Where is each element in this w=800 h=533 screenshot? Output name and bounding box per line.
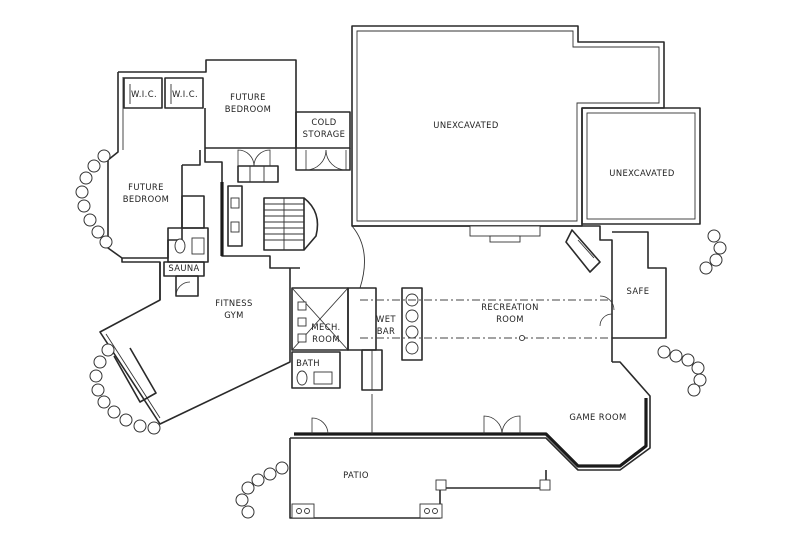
shrubs-right-bottom [657, 345, 707, 397]
shrubs-gym [89, 343, 161, 435]
label-wet-bar-line2: BAR [377, 326, 396, 336]
label-mech-room-line1: MECH. [311, 322, 340, 332]
unexcavated-side-area [581, 107, 701, 225]
label-future-bedroom-left-line2: BEDROOM [123, 194, 170, 204]
label-unexcavated-side: UNEXCAVATED [609, 168, 674, 178]
label-game-room: GAME ROOM [569, 412, 626, 422]
label-recreation-room-line2: ROOM [496, 314, 524, 324]
central-core [204, 111, 365, 289]
label-future-bedroom-top-line1: FUTURE [230, 92, 266, 102]
label-wic-1: W.I.C. [131, 89, 157, 99]
label-sauna: SAUNA [168, 263, 199, 273]
label-fitness-gym-line2: GYM [224, 310, 244, 320]
label-future-bedroom-left-line1: FUTURE [128, 182, 164, 192]
label-bath: BATH [296, 358, 320, 368]
fitness-gym-walls [99, 261, 291, 425]
label-recreation-room-line1: RECREATION [481, 302, 539, 312]
label-patio: PATIO [343, 470, 369, 480]
label-wic-2: W.I.C. [172, 89, 198, 99]
shrubs-right-top [699, 229, 727, 275]
label-unexcavated-main: UNEXCAVATED [433, 120, 498, 130]
shrubs-left [75, 149, 113, 249]
patio-walls [289, 438, 551, 519]
label-fitness-gym-line1: FITNESS [215, 298, 252, 308]
recreation-game-walls [290, 225, 667, 471]
room-labels: UNEXCAVATED UNEXCAVATED FUTURE BEDROOM F… [123, 89, 675, 480]
label-wet-bar-line1: WET [376, 314, 396, 324]
label-mech-room-line2: ROOM [312, 334, 340, 344]
label-safe: SAFE [627, 286, 650, 296]
shrubs-patio [235, 461, 289, 519]
label-cold-storage-line1: COLD [311, 117, 336, 127]
mech-bar-bath-walls [291, 287, 423, 391]
unexcavated-main-area [351, 25, 665, 227]
label-future-bedroom-top-line2: BEDROOM [225, 104, 272, 114]
left-wing-walls [107, 59, 297, 300]
label-cold-storage-line2: STORAGE [303, 129, 346, 139]
